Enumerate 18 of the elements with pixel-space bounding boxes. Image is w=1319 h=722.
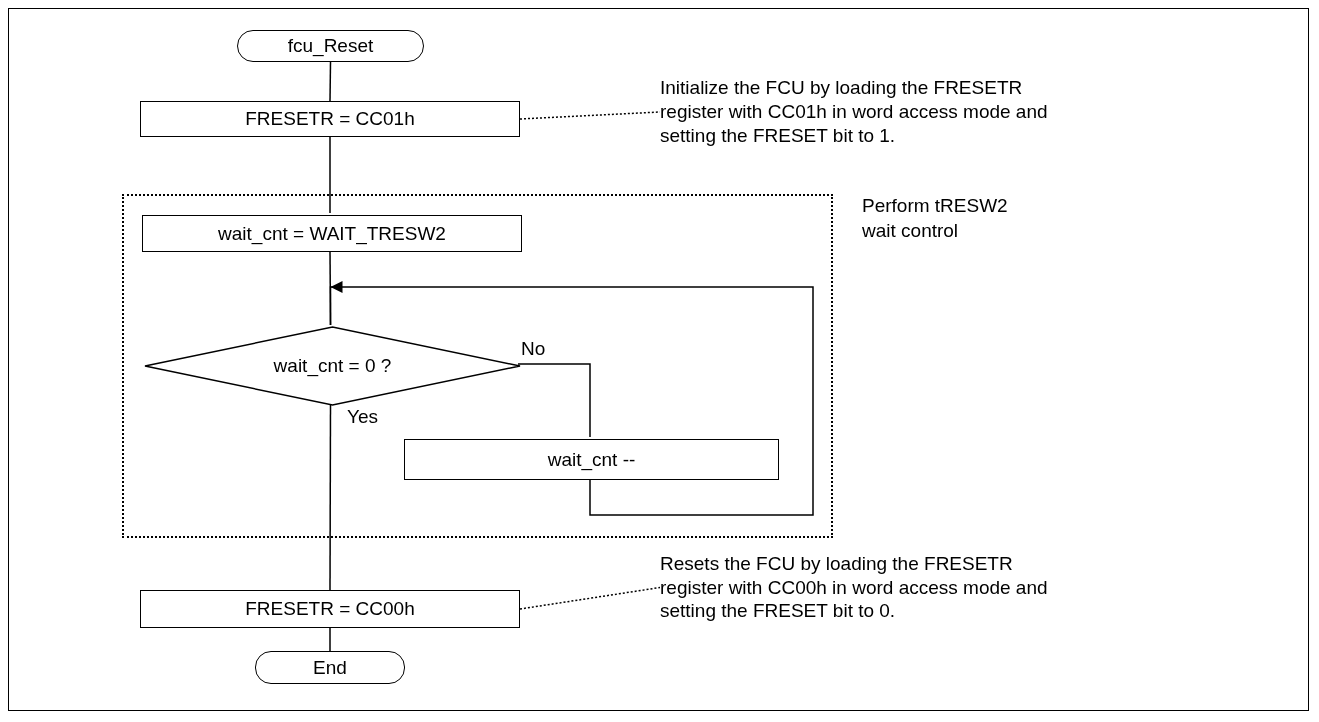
connector-line <box>329 627 331 652</box>
connector-line <box>329 402 332 591</box>
connector-line <box>329 61 332 102</box>
connector-line <box>517 363 591 438</box>
terminal-box: fcu_Reset <box>237 30 424 62</box>
dotted-leader-line <box>519 586 661 610</box>
note-text: Resets the FCU by loading the FRESETR register with CC00h in word access mode and setting the FRESET bit to 0. <box>660 545 1058 630</box>
decision-diamond: wait_cnt = 0 ? <box>145 327 520 405</box>
process-box: wait_cnt = WAIT_TRESW2 <box>142 215 522 252</box>
dotted-group-box <box>122 194 833 538</box>
note-text: Initialize the FCU by loading the FRESETR register with CC01h in word access mode and setting the FRESET bit to 1. <box>660 72 1058 152</box>
process-box: FRESETR = CC01h <box>140 101 520 137</box>
dotted-leader-line <box>519 111 661 120</box>
terminal-box: End <box>255 651 405 684</box>
connector-line <box>329 136 331 214</box>
process-box: wait_cnt -- <box>404 439 779 480</box>
group-caption: Perform tRESW2 wait control <box>862 194 1009 243</box>
process-box: FRESETR = CC00h <box>140 590 520 628</box>
